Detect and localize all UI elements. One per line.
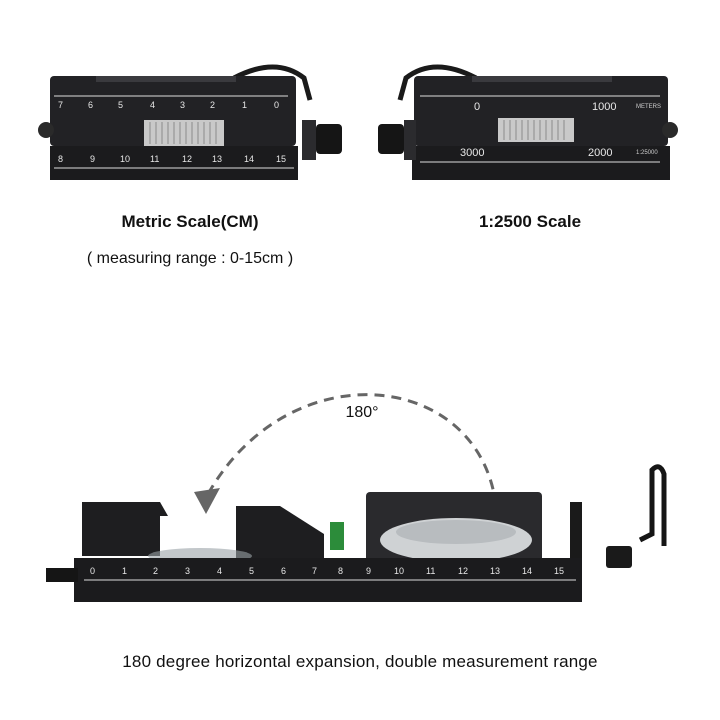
svg-text:15: 15 [276,154,286,164]
svg-text:8: 8 [338,566,343,576]
dashed-arc [206,393,498,507]
svg-text:0: 0 [274,100,279,110]
svg-text:8: 8 [58,154,63,164]
metric-range-text: ( measuring range : 0-15cm ) [86,250,294,267]
lid-body [50,76,296,146]
base-ruler [50,146,298,180]
svg-text:5: 5 [249,566,254,576]
svg-text:4: 4 [217,566,222,576]
svg-text:9: 9 [90,154,95,164]
svg-text:11: 11 [150,154,159,164]
left-knob [38,122,54,138]
svg-text:13: 13 [212,154,222,164]
adjust-wheel [144,120,224,146]
compass-glass [396,520,516,544]
lid-window [96,76,236,82]
bottom-ruler-labels: 0 1 2 3 4 5 6 7 8 9 10 11 12 13 14 15 [90,566,564,576]
svg-text:15: 15 [554,566,564,576]
sight-post [570,502,582,572]
label-1000: 1000 [592,101,616,113]
svg-text:10: 10 [120,154,130,164]
adjust-wheel [498,118,574,142]
side-knob [606,546,632,568]
lid-body [414,76,668,146]
svg-text:1: 1 [242,100,247,110]
svg-text:2: 2 [153,566,158,576]
label-3000: 3000 [460,147,484,159]
svg-text:0: 0 [90,566,95,576]
svg-text:4: 4 [150,100,155,110]
svg-text:7: 7 [312,566,317,576]
lid-wall [236,506,324,564]
svg-text:1: 1 [122,566,127,576]
ring-loop [397,64,478,101]
svg-text:3: 3 [180,100,185,110]
svg-text:14: 14 [244,154,254,164]
svg-text:3: 3 [185,566,190,576]
svg-text:6: 6 [88,100,93,110]
expansion-caption: 180 degree horizontal expansion, double … [122,652,598,671]
metric-scale-title: Metric Scale(CM) [121,212,259,231]
meters-label: METERS [636,104,661,110]
svg-text:11: 11 [426,566,435,576]
svg-text:5: 5 [118,100,123,110]
level-vial [330,522,344,550]
ring-loop [638,464,667,546]
base-ruler [412,146,670,180]
focus-knob [378,124,404,154]
label-0: 0 [474,101,480,113]
svg-text:13: 13 [490,566,500,576]
metric-compass-image: 7 6 5 4 3 2 1 0 8 9 10 11 12 13 14 15 [38,64,342,180]
svg-text:10: 10 [394,566,404,576]
ring-loop [232,64,313,101]
expanded-compass-image: 0 1 2 3 4 5 6 7 8 9 10 11 12 13 14 15 [46,464,667,602]
lower-labels: 8 9 10 11 12 13 14 15 [58,154,286,164]
ruler-tab [46,568,78,582]
lid-window [472,76,612,82]
right-knob [662,122,678,138]
rotation-label: 180° [345,404,379,421]
svg-text:2: 2 [210,100,215,110]
focus-knob [316,124,342,154]
svg-text:12: 12 [182,154,192,164]
side-bracket [404,120,416,160]
scale-title: 1:2500 Scale [478,212,582,231]
svg-text:9: 9 [366,566,371,576]
arrow-head-icon [194,488,220,514]
svg-text:6: 6 [281,566,286,576]
svg-text:14: 14 [522,566,532,576]
scale-compass-image: 0 1000 METERS 3000 2000 1:25000 [378,64,678,180]
label-2000: 2000 [588,147,612,159]
side-bracket [302,120,316,160]
svg-text:12: 12 [458,566,468,576]
svg-text:7: 7 [58,100,63,110]
open-lid [82,502,168,556]
rotation-arrow [194,393,498,514]
scale-label: 1:25000 [636,150,658,156]
upper-labels: 7 6 5 4 3 2 1 0 [58,100,279,110]
